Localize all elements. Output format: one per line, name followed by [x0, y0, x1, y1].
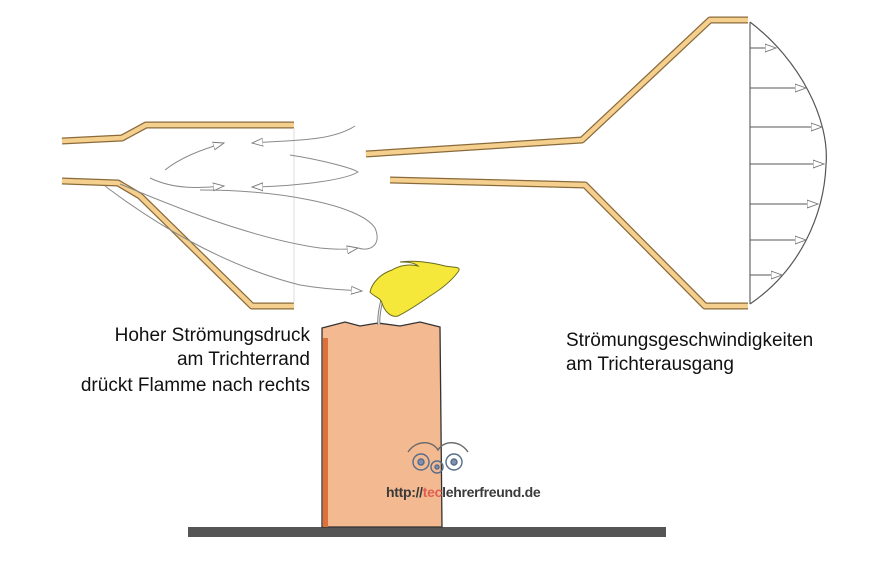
flow-line-5 — [119, 183, 358, 249]
flow-line-2 — [164, 143, 224, 171]
label-high-pressure-line3: drückt Flamme nach rechts — [80, 375, 310, 396]
right-funnel-lower-wall — [389, 176, 748, 310]
label-flow-velocity-line2: am Trichterausgang — [566, 354, 734, 375]
watermark-link[interactable]: http://teclehrerfreund.de — [386, 484, 541, 500]
velocity-arrows — [750, 48, 824, 275]
flow-line-3 — [149, 177, 224, 188]
left-funnel — [61, 121, 295, 310]
label-high-pressure-line1: Hoher Strömungsdruck — [114, 325, 310, 346]
flow-line-1 — [252, 125, 356, 143]
velocity-profile — [749, 21, 827, 305]
flow-line-7 — [104, 185, 362, 291]
watermark-accent: tec — [422, 484, 443, 500]
left-funnel-lower-wall — [61, 177, 294, 310]
velocity-profile-curve — [749, 21, 827, 305]
label-flow-velocity-line1: Strömungsgeschwindigkeiten — [566, 330, 814, 351]
watermark-prefix: http:// — [386, 484, 423, 500]
flow-lines — [104, 125, 378, 291]
label-high-pressure-line2: am Trichterrand — [176, 349, 310, 370]
flow-line-4 — [252, 154, 359, 187]
flow-line-6 — [199, 189, 378, 250]
owl-logo — [407, 442, 469, 474]
candle — [321, 260, 460, 528]
candle-stripe — [323, 338, 328, 527]
flame — [369, 260, 460, 317]
candle-body — [321, 321, 443, 528]
right-funnel — [365, 16, 748, 310]
table-surface — [188, 527, 666, 537]
watermark-suffix: lehrerfreund.de — [442, 484, 541, 500]
